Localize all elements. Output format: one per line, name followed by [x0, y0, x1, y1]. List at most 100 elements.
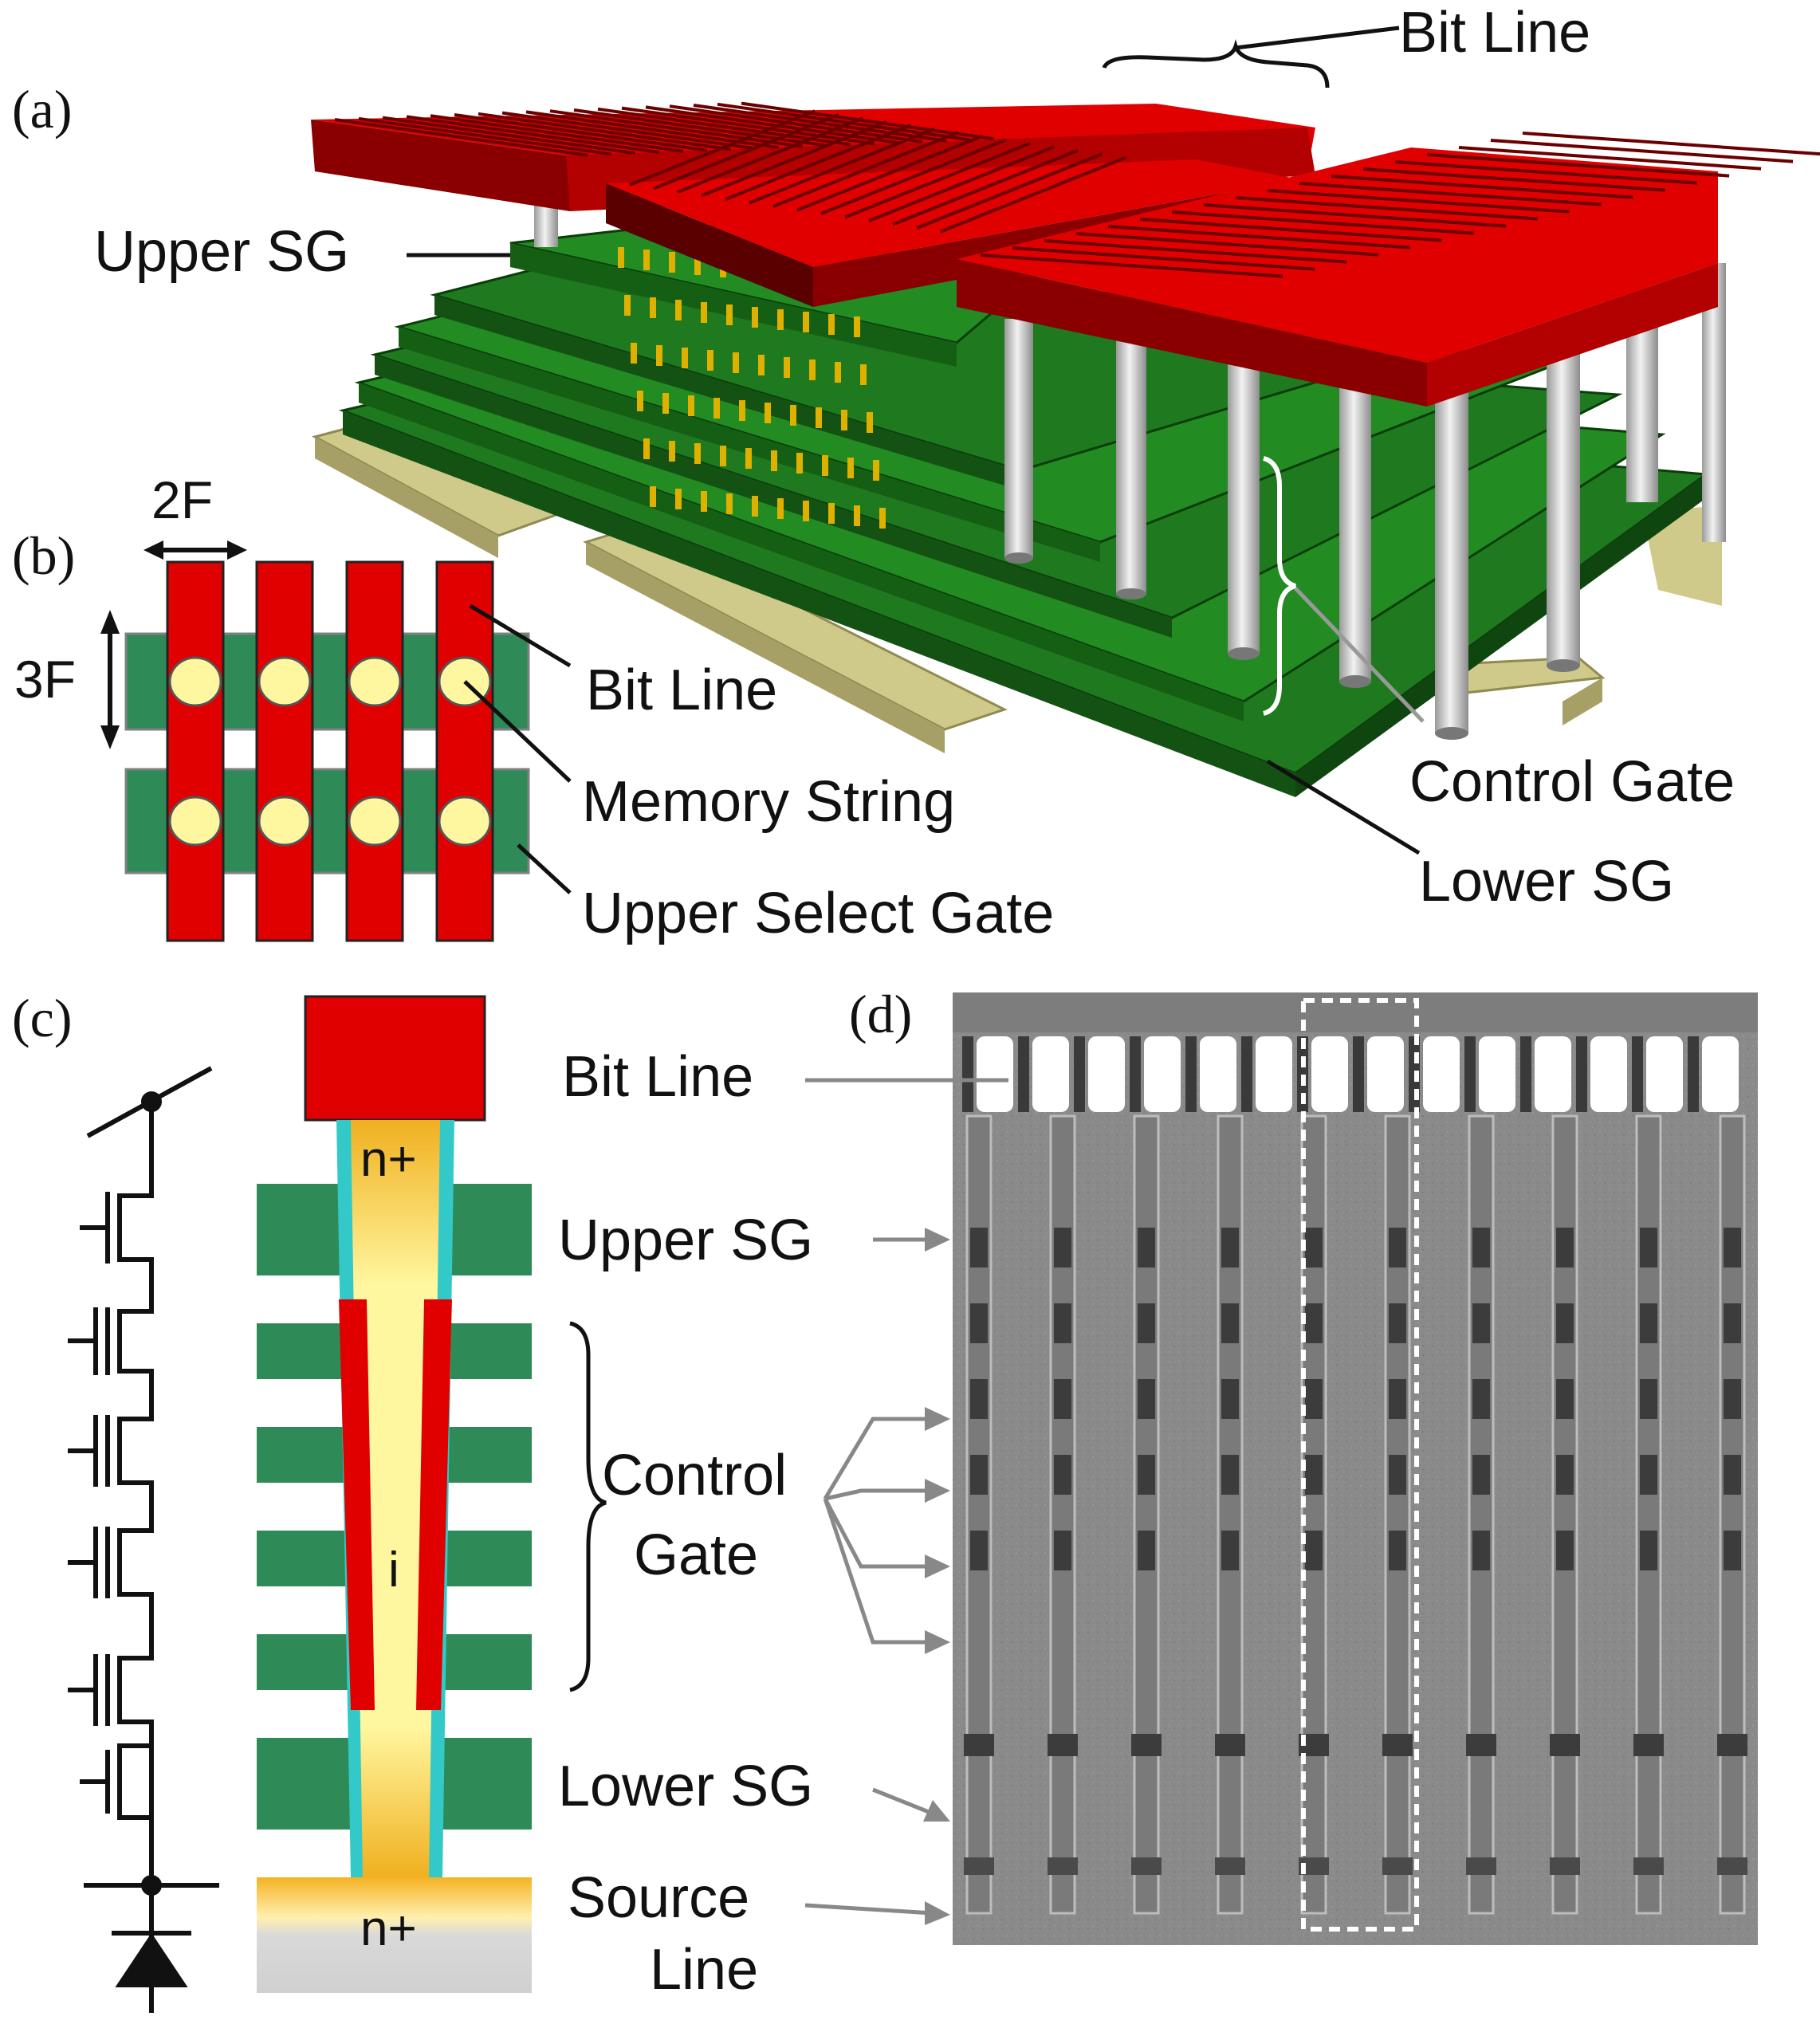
memory-string-dot — [669, 252, 675, 273]
bit-line-ridge — [868, 145, 1055, 222]
sem-gate-notch — [1138, 1379, 1155, 1419]
sem-contact — [1590, 1036, 1627, 1112]
sem-contact-gap — [1464, 1036, 1476, 1112]
sem-source-notch — [1299, 1857, 1329, 1875]
memory-string-dots — [618, 247, 886, 529]
bit-line-ridge — [749, 127, 935, 205]
bit-line-ridge — [725, 124, 911, 201]
sem-gate-notch — [1556, 1228, 1574, 1268]
memory-string-dot — [701, 491, 707, 512]
pitch-2f-arrow — [143, 540, 247, 560]
sem-lower-sg-notch — [1048, 1734, 1078, 1756]
panel-b-label: (b) — [12, 525, 75, 586]
bit-line-label-b: Bit Line — [586, 658, 777, 722]
sem-gate-notch — [1640, 1379, 1657, 1419]
memory-string-dot — [675, 300, 682, 320]
memory-string-dot — [682, 348, 688, 368]
sem-gate-notch — [1305, 1228, 1323, 1268]
sem-gate-notch — [1472, 1379, 1490, 1419]
sem-contact-gap — [1130, 1036, 1141, 1112]
panel-a-label: (a) — [12, 79, 72, 140]
panel-c-label: (c) — [12, 988, 72, 1048]
memory-string-dot — [707, 350, 713, 371]
sem-gate-notch — [1472, 1531, 1490, 1570]
bit-line-ridge — [501, 111, 756, 151]
sem-gate-notch — [1054, 1228, 1071, 1268]
bit-line-ridge — [741, 101, 995, 141]
memory-string-dot — [656, 345, 662, 366]
bit-line-ridge — [645, 105, 899, 145]
bit-lines-right — [957, 147, 1718, 407]
source-line-label-d-2: Line — [650, 1938, 758, 2002]
upper-select-gate-label: Upper Select Gate — [582, 882, 1054, 945]
bit-line-ridge — [772, 131, 959, 208]
bit-line-ridge — [629, 109, 816, 187]
sem-gate-notch — [1138, 1531, 1155, 1570]
sem-contact — [1088, 1036, 1125, 1112]
sem-gate-notch — [1054, 1455, 1071, 1495]
sem-lower-sg-notch — [1550, 1734, 1580, 1756]
memory-string-dot — [650, 486, 656, 507]
bit-line-ridge — [892, 148, 1079, 226]
sem-contact — [1032, 1036, 1069, 1112]
sem-gate-notch — [1305, 1531, 1323, 1570]
memory-string-dot — [752, 496, 758, 517]
source-region — [257, 1877, 532, 1993]
sem-source-notch — [1131, 1857, 1162, 1875]
sem-gate-notch — [1556, 1531, 1574, 1570]
sem-gate-notch — [1556, 1379, 1574, 1419]
memory-string-dot — [752, 307, 758, 328]
sem-gate-notch — [1221, 1379, 1239, 1419]
sem-gate-notch — [1138, 1303, 1155, 1343]
sem-gate-notch — [1640, 1228, 1657, 1268]
bit-line-ridge — [1426, 153, 1730, 178]
source-slabs — [311, 419, 1722, 753]
memory-string-dot — [854, 316, 860, 337]
charge-trap-right — [416, 1299, 452, 1710]
sem-gate-notch — [1138, 1228, 1155, 1268]
bit-line-ridge — [549, 109, 804, 148]
sem-gate-notch — [1389, 1379, 1406, 1419]
memory-string-dot — [771, 450, 777, 471]
memory-string-dot — [688, 395, 694, 416]
sem-gate-notch — [1472, 1303, 1490, 1343]
bit-line-ridge — [1203, 203, 1507, 228]
bit-line-ridge — [358, 116, 612, 156]
top-doping-label: n+ — [360, 1132, 417, 1187]
bit-line-ridge — [454, 113, 708, 152]
bit-line-ridge — [382, 116, 636, 155]
control-gate-brace — [1263, 456, 1296, 716]
lower-sg-arrow — [872, 1787, 950, 1822]
sem-gate-notch — [1389, 1455, 1406, 1495]
sem-contact — [1423, 1036, 1460, 1112]
memory-string-dot — [758, 355, 765, 375]
sem-source-notch — [1382, 1857, 1413, 1875]
bit-line-ridge — [1139, 218, 1443, 242]
memory-string-dot — [675, 489, 682, 509]
sem-source-notch — [1550, 1857, 1580, 1875]
memory-string-dot — [809, 360, 816, 380]
panel-b: (b) 2F 3F — [12, 470, 1054, 945]
sem-gate-notch — [1640, 1455, 1657, 1495]
sem-image — [953, 992, 1758, 1945]
sem-bit-line-contacts — [962, 1036, 1739, 1112]
sem-lower-sg-notch — [1382, 1734, 1413, 1756]
memory-string-circles — [168, 656, 492, 847]
sem-gate-notch — [1640, 1531, 1657, 1570]
upper-sg-arrow — [873, 1228, 950, 1252]
sem-gate-notch — [1724, 1379, 1741, 1419]
bit-line-ridge — [1362, 167, 1666, 192]
bit-line-ridge — [573, 108, 827, 147]
pitch-3f-label: 3F — [14, 650, 76, 709]
channel-label: i — [388, 1543, 399, 1598]
bit-line-ridge — [940, 155, 1126, 234]
sem-contact-gap — [1353, 1036, 1364, 1112]
memory-string-dot — [790, 405, 796, 426]
nand-string-circuit — [68, 1066, 219, 2013]
bit-line-ridge — [1044, 239, 1347, 264]
bit-line-ridge — [701, 120, 887, 198]
sem-contact — [1200, 1036, 1236, 1112]
memory-string-dot — [662, 393, 669, 414]
sem-gate-notch — [1054, 1531, 1071, 1570]
pitch-2f-label: 2F — [151, 470, 213, 529]
